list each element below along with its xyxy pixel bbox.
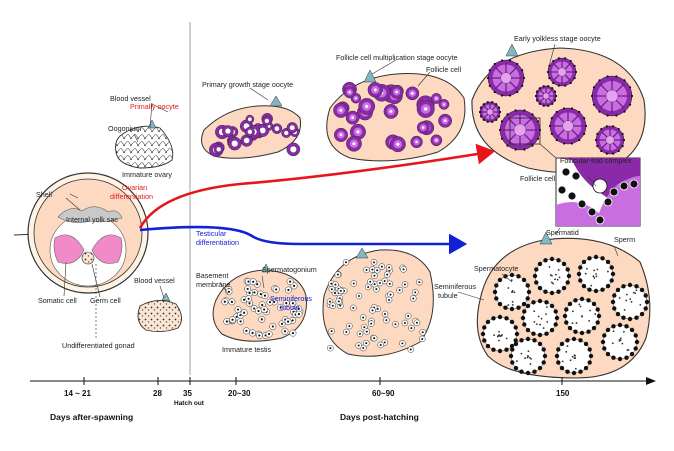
tick-14-21: 14 ~ 21 — [64, 389, 91, 398]
label-seminiferous-1: Seminiferous — [434, 282, 476, 291]
tick-20-30: 20~30 — [228, 389, 251, 398]
label-spermatogonium: Spermatogonium — [262, 265, 317, 274]
label-spermatocyte: Spermatocyte — [474, 264, 518, 273]
label-undifferentiated-gonad: Undifferentiated gonad — [62, 341, 135, 350]
testicular-differentiation-arrow — [139, 225, 468, 255]
label-seminiferous-blue-1: Seminiferous — [270, 294, 312, 303]
label-immature-ovary: Immature ovary — [122, 170, 172, 179]
label-seminiferous-blue-2: tubule — [280, 303, 300, 312]
time-axis: 14 ~ 21 28 35 20~30 60~90 150 Hatch out … — [30, 377, 656, 422]
label-basement-1: Basement — [196, 271, 228, 280]
label-testicular-2: differentiation — [196, 238, 239, 247]
primary-growth-ovary — [201, 95, 302, 159]
label-germ-cell: Germ cell — [90, 296, 121, 305]
label-oogonium: Oogonium — [108, 124, 141, 133]
undifferentiated-gonad — [137, 292, 182, 333]
early-yolkless-ovary — [471, 43, 646, 174]
label-internal-yolk-sac: Internal yolk sac — [66, 215, 118, 224]
tick-35: 35 — [183, 389, 192, 398]
label-follicle-cell-1: Follicle cell — [426, 65, 462, 74]
label-sperm: Sperm — [614, 235, 635, 244]
immature-testis — [212, 263, 307, 342]
label-primally-oocyte: Primally oocyte — [130, 102, 179, 111]
label-ovarian-1: Ovarian — [122, 183, 147, 192]
label-somatic-cell: Somatic cell — [38, 296, 77, 305]
follicle-multiplication-ovary — [326, 69, 466, 162]
developing-testis — [322, 247, 434, 357]
label-immature-testis: Immature testis — [222, 345, 272, 354]
tick-150: 150 — [556, 389, 570, 398]
leader-lines — [63, 43, 619, 338]
label-spermatid: Spermatid — [546, 228, 579, 237]
label-follicle-cell-2: Follicle cell — [520, 174, 556, 183]
tick-60-90: 60~90 — [372, 389, 395, 398]
label-primary-growth: Primary growth stage oocyte — [202, 80, 293, 89]
label-ovarian-2: differentiation — [110, 192, 153, 201]
ovarian-differentiation-arrow — [138, 143, 496, 229]
label-hatch-out: Hatch out — [174, 400, 205, 407]
label-seminiferous-2: tubule — [438, 291, 458, 300]
label-early-yolkless: Early yolkless stage oocyte — [514, 34, 601, 43]
axis-title-after-spawning: Days after-spawning — [50, 412, 133, 422]
label-blood-vessel-gonad: Blood vessel — [134, 276, 175, 285]
label-follicular-fold: Follicular-fold complex — [560, 156, 632, 165]
tick-28: 28 — [153, 389, 162, 398]
label-basement-2: membrane — [196, 280, 230, 289]
label-blood-vessel-ovary: Blood vessel — [110, 94, 151, 103]
mature-testis — [476, 231, 651, 379]
label-testicular-1: Testicular — [196, 229, 227, 238]
label-shell: Shell — [36, 190, 52, 199]
follicular-fold-inset — [555, 157, 641, 227]
label-follicle-multiplication: Follicle cell multiplication stage oocyt… — [336, 53, 457, 62]
axis-title-post-hatching: Days post-hatching — [340, 412, 419, 422]
embryo-egg — [13, 172, 161, 294]
